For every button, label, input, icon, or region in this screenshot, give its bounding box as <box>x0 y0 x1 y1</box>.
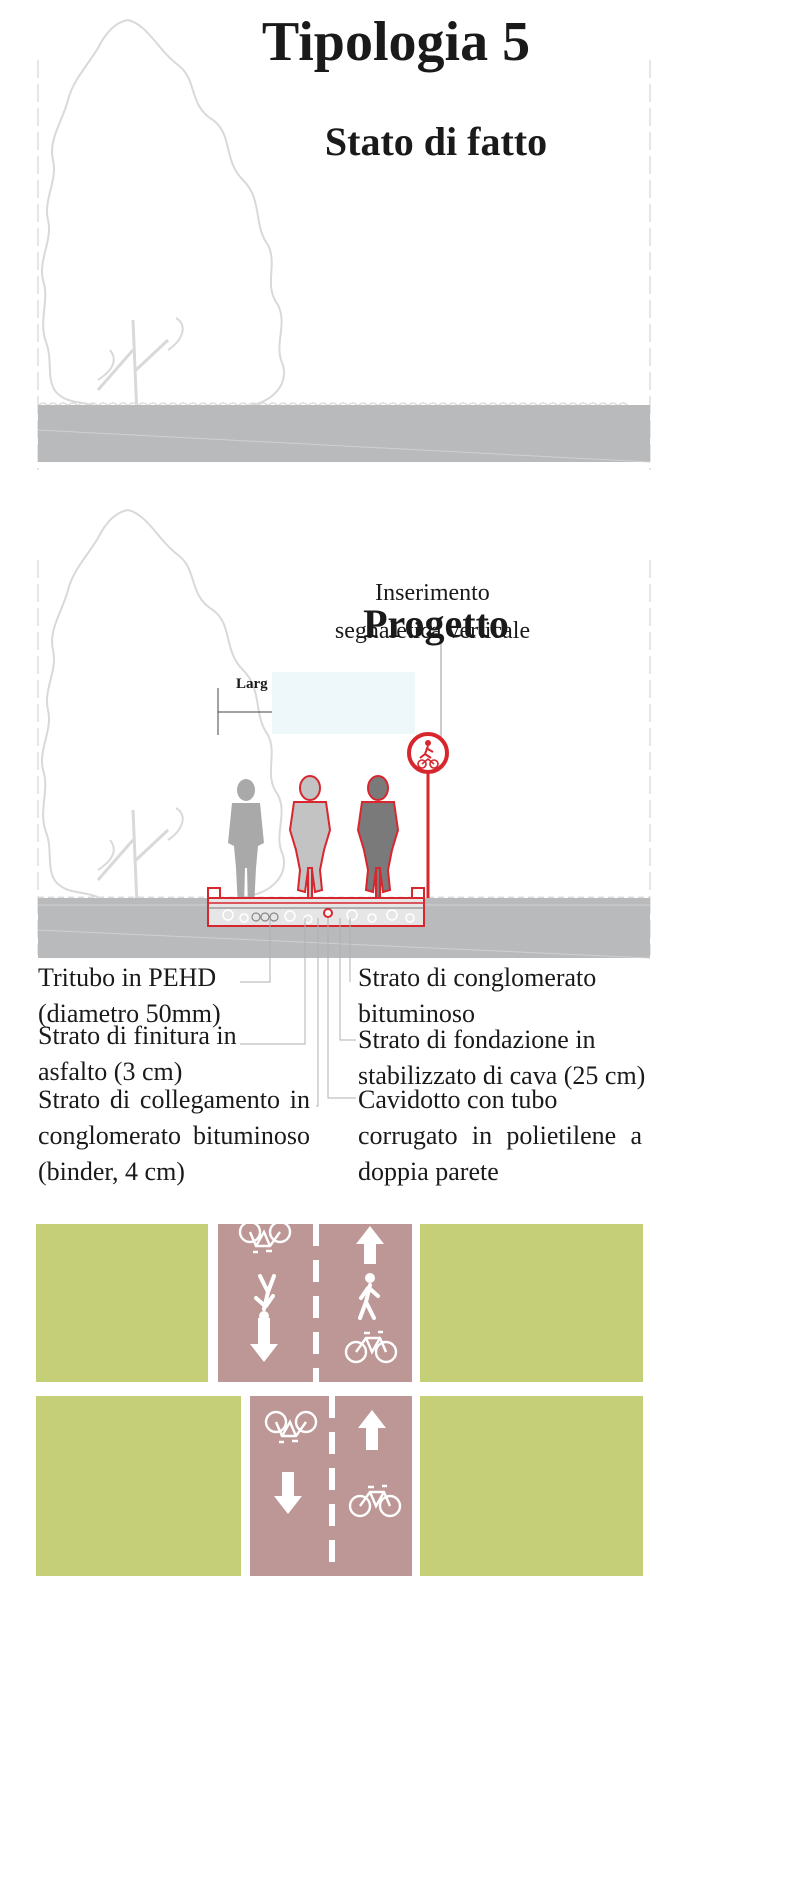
existing-section-drawing <box>37 18 651 470</box>
width-label: Larg <box>236 676 268 692</box>
signage-line: Inserimento <box>375 580 490 606</box>
signage-annotation: Inserimento segnaletica verticale <box>320 574 545 650</box>
arrow-up-icon <box>356 1226 384 1264</box>
annotation-line: conglomerato bituminoso <box>38 1121 310 1150</box>
annotation-binder-layer: Strato di collegamento in conglomerato b… <box>38 1082 310 1190</box>
annotation-foundation-layer: Strato di fondazione in stabilizzato di … <box>358 1022 648 1094</box>
shared-path-sign-icon <box>407 732 449 774</box>
cyclist-icon <box>289 775 331 911</box>
width-label-box <box>272 672 415 734</box>
annotation-line: (diametro 50mm) <box>38 999 221 1028</box>
annotation-line: asfalto (3 cm) <box>38 1057 183 1086</box>
project-section-drawing <box>37 508 651 1107</box>
annotation-line: (binder, 4 cm) <box>38 1157 185 1186</box>
annotation-line: Cavidotto con tubo <box>358 1085 558 1114</box>
annotation-bituminous-layer: Strato di conglomerato bituminoso <box>358 960 648 1032</box>
annotation-line: corrugato in polietilene a <box>358 1121 642 1150</box>
section-title-existing: Stato di fatto <box>324 119 548 164</box>
plan-view-2 <box>36 1396 643 1576</box>
annotation-line: bituminoso <box>358 999 476 1028</box>
annotation-line: Strato di finitura in <box>38 1021 237 1050</box>
annotation-line: Strato di collegamento in <box>38 1085 310 1114</box>
annotation-line: Strato di conglomerato <box>358 963 597 992</box>
signage-line: segnaletica verticale <box>334 618 531 644</box>
pedestrian-icon <box>228 779 264 908</box>
section-title-project: Progetto <box>363 601 509 646</box>
plan-view-1 <box>36 1220 643 1382</box>
annotation-line: Strato di fondazione in <box>358 1025 596 1054</box>
arrow-down-icon <box>250 1318 278 1362</box>
path-cross-section <box>207 887 425 927</box>
tree-icon <box>40 18 286 442</box>
arrow-up-icon <box>358 1410 386 1450</box>
annotation-finishing-layer: Strato di finitura in asfalto (3 cm) <box>38 1018 308 1090</box>
annotation-line: Tritubo in PEHD <box>38 963 217 992</box>
cyclist-icon <box>357 775 399 911</box>
annotation-cable-duct: Cavidotto con tubo corrugato in polietil… <box>358 1082 642 1190</box>
road-surface <box>38 405 650 462</box>
page-title: Tipologia 5 <box>261 11 531 73</box>
annotation-line: doppia parete <box>358 1157 499 1186</box>
annotation-tritubo: Tritubo in PEHD (diametro 50mm) <box>38 960 308 1032</box>
arrow-down-icon <box>274 1472 302 1514</box>
annotation-line: stabilizzato di cava (25 cm) <box>358 1061 646 1090</box>
